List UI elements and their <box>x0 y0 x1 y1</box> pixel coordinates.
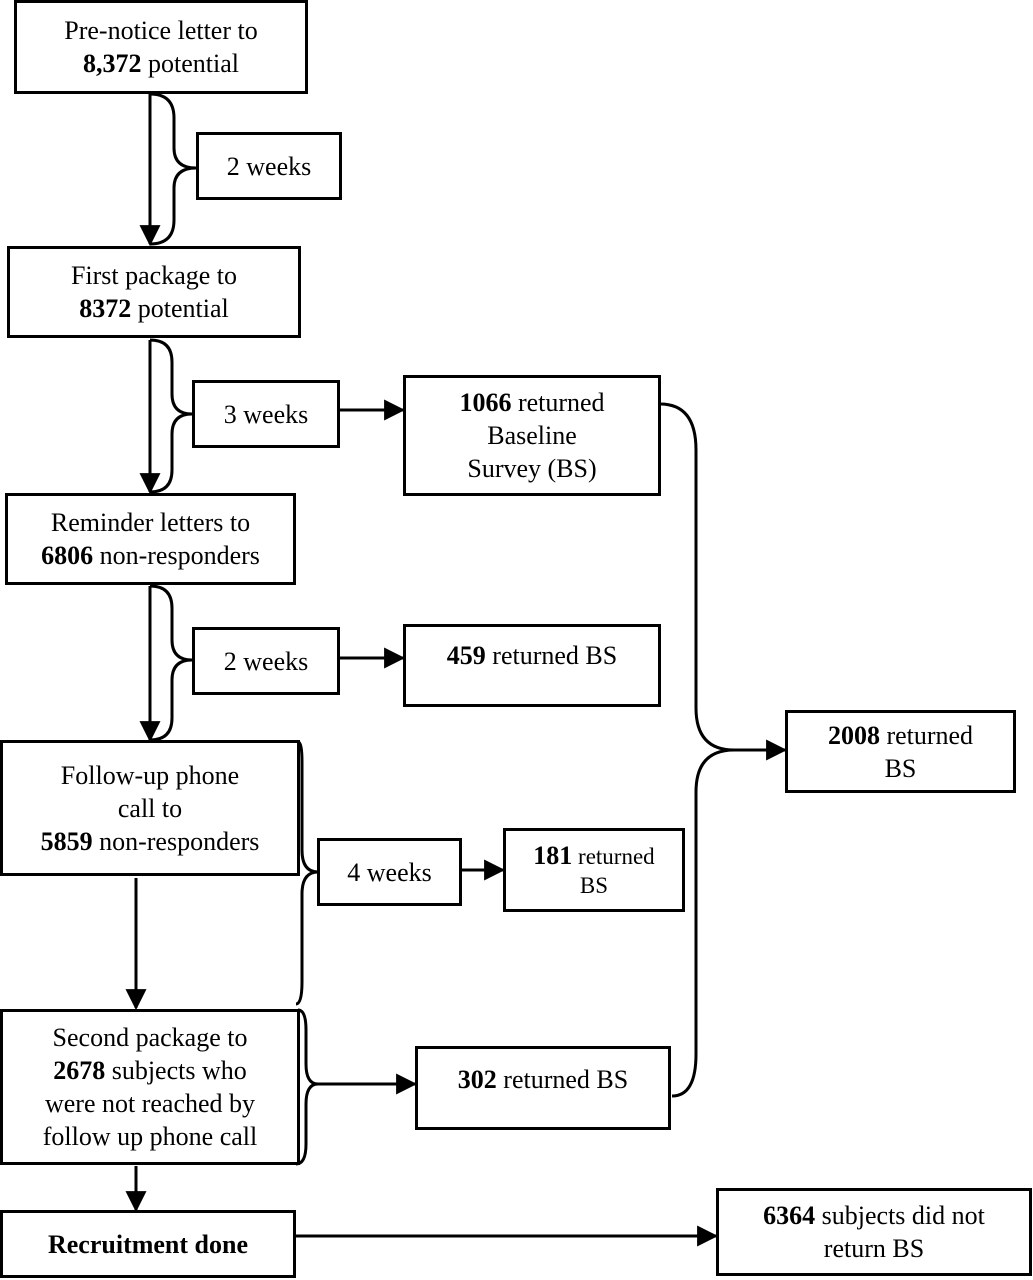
nonreturn-line2: return BS <box>823 1234 925 1263</box>
brace-3-weeks <box>149 338 193 494</box>
result-total-line2: BS <box>884 753 917 783</box>
nonreturn-count: 6364 <box>763 1201 816 1230</box>
first-package-line2: potential <box>131 294 229 323</box>
interval-2-weeks-second: 2 weeks <box>192 627 340 695</box>
result-302-count: 302 <box>457 1065 497 1094</box>
first-package-line1: First package to <box>70 261 238 290</box>
result-181-text: returned <box>572 843 655 869</box>
result-459-box: 459 returned BS <box>403 624 661 707</box>
interval-2-weeks-first: 2 weeks <box>196 132 342 200</box>
second-package-count: 2678 <box>53 1056 106 1085</box>
phone-line3: non-responders <box>92 826 260 856</box>
result-459-text: returned BS <box>485 641 618 670</box>
nonreturn-box: 6364 subjects did not return BS <box>716 1188 1032 1276</box>
phone-box: Follow-up phone call to 5859 non-respond… <box>0 740 300 876</box>
result-302-box: 302 returned BS <box>415 1046 671 1130</box>
nonreturn-text: subjects did not <box>815 1201 985 1230</box>
first-package-count: 8372 <box>79 294 132 323</box>
prenotice-line1: Pre-notice letter to <box>64 16 258 45</box>
second-package-line3: were not reached by <box>44 1089 256 1118</box>
brace-2-weeks-second <box>149 584 193 742</box>
interval-label: 2 weeks <box>226 151 312 181</box>
result-459-count: 459 <box>446 641 486 670</box>
result-181-box: 181 returned BS <box>503 828 685 912</box>
second-package-line1: Second package to <box>52 1023 248 1052</box>
interval-3-weeks: 3 weeks <box>192 380 340 448</box>
prenotice-line2: potential <box>141 49 239 78</box>
reminder-box: Reminder letters to 6806 non-responders <box>5 493 296 585</box>
prenotice-box: Pre-notice letter to 8,372 potential <box>14 0 308 94</box>
reminder-count: 6806 <box>41 541 94 570</box>
result-1066-text: returned <box>511 388 605 417</box>
phone-line1: Follow-up phone <box>60 760 240 790</box>
brace-total <box>659 402 735 1098</box>
interval-label: 2 weeks <box>223 646 309 676</box>
result-181-count: 181 <box>533 840 573 870</box>
interval-label: 4 weeks <box>347 857 432 887</box>
interval-label: 3 weeks <box>223 399 309 429</box>
first-package-box: First package to 8372 potential <box>7 246 301 338</box>
result-total-text: returned <box>879 720 974 750</box>
result-1066-line2: Baseline <box>487 421 577 450</box>
result-181-line2: BS <box>579 872 609 898</box>
brace-2-weeks-first <box>149 92 197 246</box>
result-total-box: 2008 returned BS <box>785 710 1016 793</box>
result-1066-box: 1066 returned Baseline Survey (BS) <box>403 375 661 496</box>
result-total-count: 2008 <box>827 720 880 750</box>
reminder-line2: non-responders <box>93 541 260 570</box>
recruitment-done-box: Recruitment done <box>0 1210 296 1278</box>
result-1066-line3: Survey (BS) <box>467 454 597 483</box>
second-package-line2: subjects who <box>105 1056 247 1085</box>
reminder-line1: Reminder letters to <box>50 508 251 537</box>
prenotice-count: 8,372 <box>83 49 142 78</box>
second-package-box: Second package to 2678 subjects who were… <box>0 1009 300 1165</box>
interval-4-weeks: 4 weeks <box>317 838 462 906</box>
result-302-text: returned BS <box>496 1065 629 1094</box>
phone-count: 5859 <box>40 826 93 856</box>
phone-line2: call to <box>117 793 183 823</box>
second-package-line4: follow up phone call <box>42 1122 258 1151</box>
result-1066-count: 1066 <box>459 388 512 417</box>
recruitment-done-label: Recruitment done <box>47 1229 248 1259</box>
